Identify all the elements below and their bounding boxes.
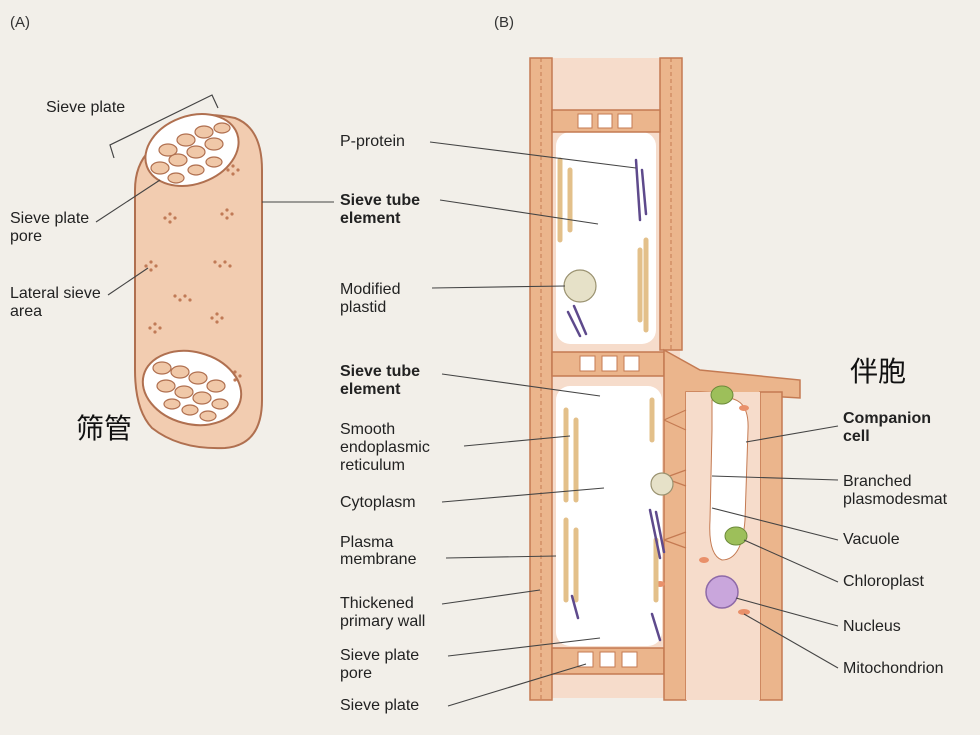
label-companion-1: Companion [843,410,931,427]
label-plasma-2: membrane [340,551,417,568]
panel-label-a: (A) [10,14,30,31]
label-sieve-plate-pore-a-1: Sieve plate [10,210,90,227]
label-branched-2: plasmodesmat [843,491,948,508]
label-ste1-1: Sieve tube [340,192,421,209]
label-sieve-plate-pore-a-2: pore [10,228,43,245]
leader-lines-a [95,179,334,296]
panel-label-b: (B) [494,14,514,31]
label-ste2-2: element [340,381,401,398]
label-lateral-sieve-1: Lateral sieve [10,285,101,302]
label-ste2-1: Sieve tube [340,363,421,380]
label-plasma-1: Plasma [340,534,394,551]
sieve-tube-illustration [109,94,263,450]
label-cytoplasm: Cytoplasm [340,494,416,511]
annotation-companion-cell-cn: 伴胞 [850,355,907,388]
label-ser-3: reticulum [340,457,405,474]
label-wall-1: Thickened [340,595,414,612]
label-p-protein: P-protein [340,133,405,150]
label-pore-1: Sieve plate [340,647,420,664]
label-pore-2: pore [340,665,373,682]
label-sieve-plate-a: Sieve plate [46,99,126,116]
label-nucleus: Nucleus [843,618,901,635]
label-plastid-1: Modified [340,281,401,298]
label-branched-1: Branched [843,473,912,490]
label-lateral-sieve-2: area [10,303,43,320]
label-plastid-2: plastid [340,299,387,316]
label-chloroplast: Chloroplast [843,573,924,590]
label-ste1-2: element [340,210,401,227]
label-companion-2: cell [843,428,870,445]
label-sieve-plate-b: Sieve plate [340,697,420,714]
label-vacuole: Vacuole [843,531,900,548]
label-ser-2: endoplasmic [340,439,430,456]
label-ser-1: Smooth [340,421,396,438]
annotation-sieve-tube-cn: 筛管 [76,412,133,445]
label-wall-2: primary wall [340,613,426,630]
leader-lines-b [429,141,839,707]
sieve-tube-section [529,57,801,701]
label-mitochondrion: Mitochondrion [843,660,944,677]
